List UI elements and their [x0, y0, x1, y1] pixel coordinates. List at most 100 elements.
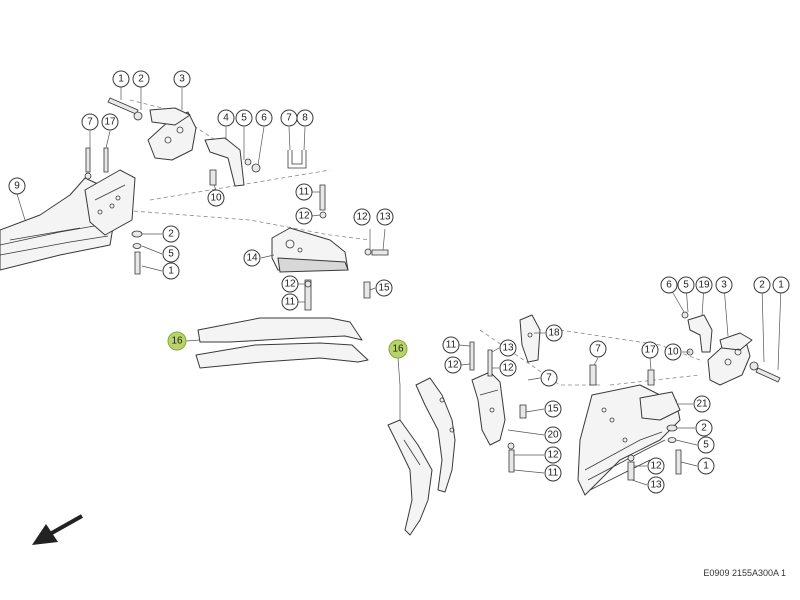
- callout-7-right-mid: 7: [540, 369, 558, 387]
- svg-text:7: 7: [595, 344, 601, 355]
- svg-text:2: 2: [168, 229, 174, 240]
- svg-text:1: 1: [118, 74, 124, 85]
- svg-text:10: 10: [667, 347, 679, 358]
- svg-text:5: 5: [168, 249, 174, 260]
- svg-text:13: 13: [379, 212, 391, 223]
- callout-labels: 1 2 3 4 5 6 7 8 7 17 9 10 11 12 12 13 2 …: [8, 70, 790, 494]
- svg-text:7: 7: [87, 117, 93, 128]
- svg-text:5: 5: [703, 440, 709, 451]
- svg-text:7: 7: [286, 113, 292, 124]
- callout-12-right-mid: 12: [499, 359, 517, 377]
- callout-2-top-left: 2: [132, 70, 150, 88]
- svg-text:10: 10: [210, 193, 222, 204]
- svg-text:12: 12: [356, 212, 368, 223]
- svg-text:12: 12: [502, 363, 514, 374]
- svg-text:3: 3: [721, 280, 727, 291]
- callout-18-right: 18: [545, 324, 563, 342]
- washers-bolt-left-lower: [131, 230, 143, 275]
- svg-text:11: 11: [446, 340, 457, 351]
- svg-text:15: 15: [547, 404, 559, 415]
- drawing-reference-code: E0909 2155A300A 1: [703, 568, 786, 578]
- washers-bolts-right-lower: [589, 364, 682, 481]
- assembly-guide-lines: [119, 99, 701, 431]
- callout-6-right: 6: [660, 276, 678, 294]
- svg-text:20: 20: [547, 430, 559, 441]
- callout-5-right: 5: [677, 276, 695, 294]
- svg-text:9: 9: [14, 181, 20, 192]
- callout-14-left: 14: [243, 249, 261, 267]
- part-16-blades-right: [387, 377, 456, 536]
- svg-text:11: 11: [285, 297, 296, 308]
- svg-text:5: 5: [683, 280, 689, 291]
- svg-text:6: 6: [261, 113, 267, 124]
- callout-5-right-lower: 5: [697, 436, 715, 454]
- svg-text:5: 5: [241, 113, 247, 124]
- svg-text:12: 12: [284, 279, 296, 290]
- callout-11-left-upper: 11: [295, 183, 313, 201]
- svg-text:13: 13: [502, 343, 514, 354]
- callout-6-top: 6: [255, 109, 273, 127]
- callout-17-right: 17: [641, 341, 659, 359]
- callout-12-right-bottom: 12: [647, 457, 665, 475]
- bolts-7-17-left: [84, 147, 109, 180]
- svg-text:15: 15: [378, 283, 390, 294]
- svg-text:11: 11: [548, 468, 559, 479]
- part-4-plate-left: [204, 137, 261, 187]
- callout-2-right-lower: 2: [695, 419, 713, 437]
- callout-7-right: 7: [589, 340, 607, 358]
- svg-text:2: 2: [759, 280, 765, 291]
- part-3-bracket-right: [707, 332, 781, 386]
- callout-19-right: 19: [695, 276, 713, 294]
- bolts-11-12-left-upper: [319, 184, 389, 256]
- svg-text:14: 14: [246, 253, 258, 264]
- callout-5-top: 5: [235, 109, 253, 127]
- svg-text:21: 21: [696, 399, 708, 410]
- callout-12-left-lower: 12: [281, 275, 299, 293]
- callout-16-wear-strips: 16: [167, 331, 187, 351]
- callout-1-right-top: 1: [772, 276, 790, 294]
- callout-15-right: 15: [544, 400, 562, 418]
- svg-text:11: 11: [299, 187, 310, 198]
- callout-13-left-mid: 13: [376, 208, 394, 226]
- svg-text:17: 17: [104, 117, 116, 128]
- callout-7-left: 7: [81, 113, 99, 131]
- svg-text:7: 7: [546, 373, 552, 384]
- callout-12-left-upper: 12: [295, 207, 313, 225]
- part-21-share-right: [577, 384, 681, 496]
- callout-12-right-upper: 12: [444, 356, 462, 374]
- callout-3-right: 3: [715, 276, 733, 294]
- callout-9-left: 9: [8, 177, 26, 195]
- svg-text:13: 13: [650, 480, 662, 491]
- callout-13-right-bottom: 13: [647, 476, 665, 494]
- left-standard-bracket: [84, 169, 136, 236]
- callout-2-left-lower: 2: [162, 225, 180, 243]
- callout-10-right: 10: [664, 343, 682, 361]
- svg-text:12: 12: [298, 211, 310, 222]
- part-19-plate-right: [681, 311, 713, 356]
- callout-12-right-lower: 12: [544, 446, 562, 464]
- svg-text:2: 2: [138, 74, 144, 85]
- svg-text:1: 1: [168, 266, 174, 277]
- svg-text:12: 12: [547, 450, 559, 461]
- part-14-mount-bracket-left: [271, 227, 349, 273]
- part-15-pin-left: [304, 279, 371, 311]
- part-3-bracket-left: [107, 97, 197, 161]
- callout-3-top-left: 3: [173, 70, 191, 88]
- callout-11-right-lower: 11: [544, 464, 562, 482]
- callout-12-left-mid: 12: [353, 208, 371, 226]
- callout-20-right: 20: [544, 426, 562, 444]
- svg-text:2: 2: [701, 423, 707, 434]
- svg-text:6: 6: [666, 280, 672, 291]
- callout-1-top-left: 1: [112, 70, 130, 88]
- svg-text:19: 19: [698, 280, 710, 291]
- callout-1-left-lower: 1: [162, 262, 180, 280]
- callout-21-right: 21: [693, 395, 711, 413]
- callout-1-right-bottom: 1: [697, 457, 715, 475]
- callout-4-top: 4: [217, 109, 235, 127]
- leader-lines: [16, 87, 782, 486]
- callout-17-left: 17: [101, 113, 119, 131]
- callout-13-right-upper: 13: [499, 339, 517, 357]
- callout-15-left: 15: [375, 279, 393, 297]
